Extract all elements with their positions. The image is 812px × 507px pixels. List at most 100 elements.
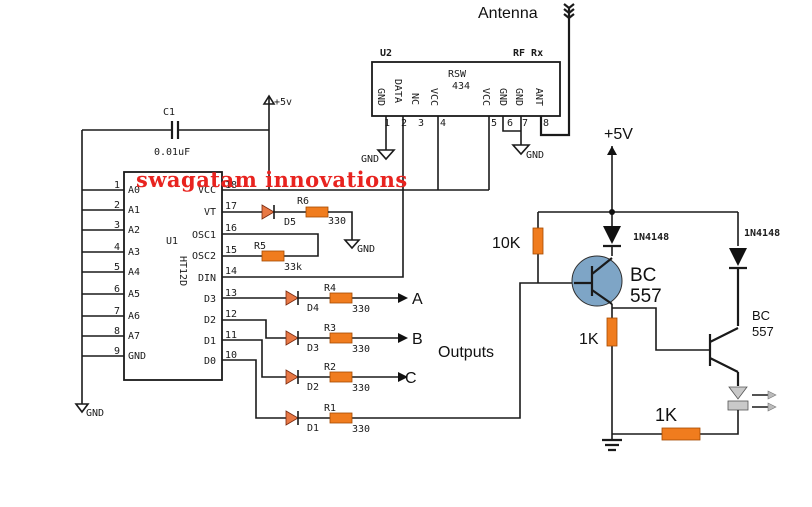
r2-value: 330 [352,383,370,394]
r1k-label: 1K [579,331,599,348]
decoder-body [123,171,223,381]
transistor-q1-icon [571,255,623,307]
supply-arrow-icon [607,146,617,155]
light-arrows-icon [752,394,770,408]
output-c-label: C [405,370,417,387]
resistor-r4 [329,292,353,304]
resistor-1k-vert [606,317,618,347]
led-d3-icon [285,330,299,346]
watermark: swagatam innovations [136,167,408,192]
rf-pin-data: DATA [392,79,403,103]
antenna-label: Antenna [478,5,538,22]
output-led-body [727,400,749,411]
antenna: Antenna [478,3,575,137]
led-d5-wire [273,205,306,219]
r5-value: 33k [284,262,302,273]
resistor-r3 [329,332,353,344]
right-pin-num-11: 11 [225,330,237,341]
out-d2-wire [222,319,286,339]
rf-pin-gnd3: GND [513,88,524,106]
rf-pin-num-6: 6 [507,118,513,129]
data-wire [222,116,404,278]
led-d5-icon [261,204,275,220]
supply-right-label: +5V [604,126,633,143]
left-pin-num-7: 7 [114,306,120,317]
left-gnd-label: GND [86,408,104,419]
left-pin-a0: A0 [128,185,140,196]
r1-value: 330 [352,424,370,435]
ground-icon [511,144,531,156]
r5-ref: R5 [254,241,266,252]
r4-value: 330 [352,304,370,315]
rf-receiver-module: U2 RF Rx RSW 434 GND DATA NC VCC VCC GND… [371,48,561,129]
q2-type: BC [752,308,770,323]
r1k-bottom-label: 1K [655,405,677,425]
left-pin-a4: A4 [128,267,140,278]
osc-wire [222,233,319,257]
right-pin-num-16: 16 [225,223,237,234]
q2-num: 557 [752,324,774,339]
out-d1-wire [222,339,286,378]
right-pin-num-14: 14 [225,266,237,277]
right-pin-vcc: VCC [198,185,216,196]
right-pin-osc1: OSC1 [192,230,216,241]
out-d1-wire2 [297,370,398,384]
antenna-wire [539,8,571,137]
ground-icon [376,149,396,161]
out-d0-wire [222,359,286,419]
q1-to-q2-wire [612,307,710,351]
cap-ref: C1 [163,107,175,118]
led-d4-icon [285,290,299,306]
capacitor-icon [170,121,180,139]
right-pin-vt: VT [204,207,216,218]
rf-pin-vcc2: VCC [480,88,491,106]
right-pin-num-18: 18 [225,180,237,191]
rf-pin-num-5: 5 [491,118,497,129]
right-pin-d1: D1 [204,336,216,347]
transistor-q2-icon [708,268,740,386]
left-pin-num-4: 4 [114,242,120,253]
rf-gnd2-wire [502,116,522,145]
led-d1-icon [285,410,299,426]
light-arrowheads-icon [767,390,777,412]
diode-2-icon [729,248,747,266]
rf-module-type: RF Rx [513,48,543,59]
capacitor-c1: C1 0.01uF [82,107,269,158]
right-pin-osc2: OSC2 [192,251,216,262]
q1-num: 557 [630,286,662,307]
right-pin-num-15: 15 [225,245,237,256]
left-pin-wires [82,189,124,357]
arrow-icon [398,333,408,343]
rf-pin-num-2: 2 [401,118,407,129]
r10k-label: 10K [492,235,521,252]
led-d5-label: D5 [284,217,296,228]
out-d0-wire2 [297,282,574,425]
left-pin-a7: A7 [128,331,140,342]
decoder-ic: U1 HT12D 1 2 3 4 5 6 7 8 9 A0 A1 A2 A3 A… [82,171,237,381]
output-b-label: B [412,331,423,348]
left-pin-gnd: GND [128,351,146,362]
r6-value: 330 [328,216,346,227]
diode-1-icon [603,226,621,244]
led-d1-label: D1 [307,423,319,434]
left-pin-a1: A1 [128,205,140,216]
arrow-icon [398,372,408,382]
rf-pin-num-7: 7 [522,118,528,129]
left-pin-num-9: 9 [114,346,120,357]
decoder-left-pins: 1 2 3 4 5 6 7 8 9 A0 A1 A2 A3 A4 A5 A6 A… [82,180,146,362]
right-pin-num-12: 12 [225,309,237,320]
supply-left-label: +5v [274,97,292,108]
arrow-icon [398,293,408,303]
rf-pin-num-4: 4 [440,118,446,129]
left-pin-a3: A3 [128,247,140,258]
r3-value: 330 [352,344,370,355]
r1-ref: R1 [324,403,336,414]
left-pin-num-3: 3 [114,220,120,231]
diode-1-label: 1N4148 [633,232,669,243]
led-d4-label: D4 [307,303,319,314]
r2-ref: R2 [324,362,336,373]
out-d3-wire2 [297,291,398,305]
decoder-right-pins: VCC VT OSC1 OSC2 DIN D3 D2 D1 D0 18 17 1… [192,180,237,367]
junction-dot [609,209,615,215]
